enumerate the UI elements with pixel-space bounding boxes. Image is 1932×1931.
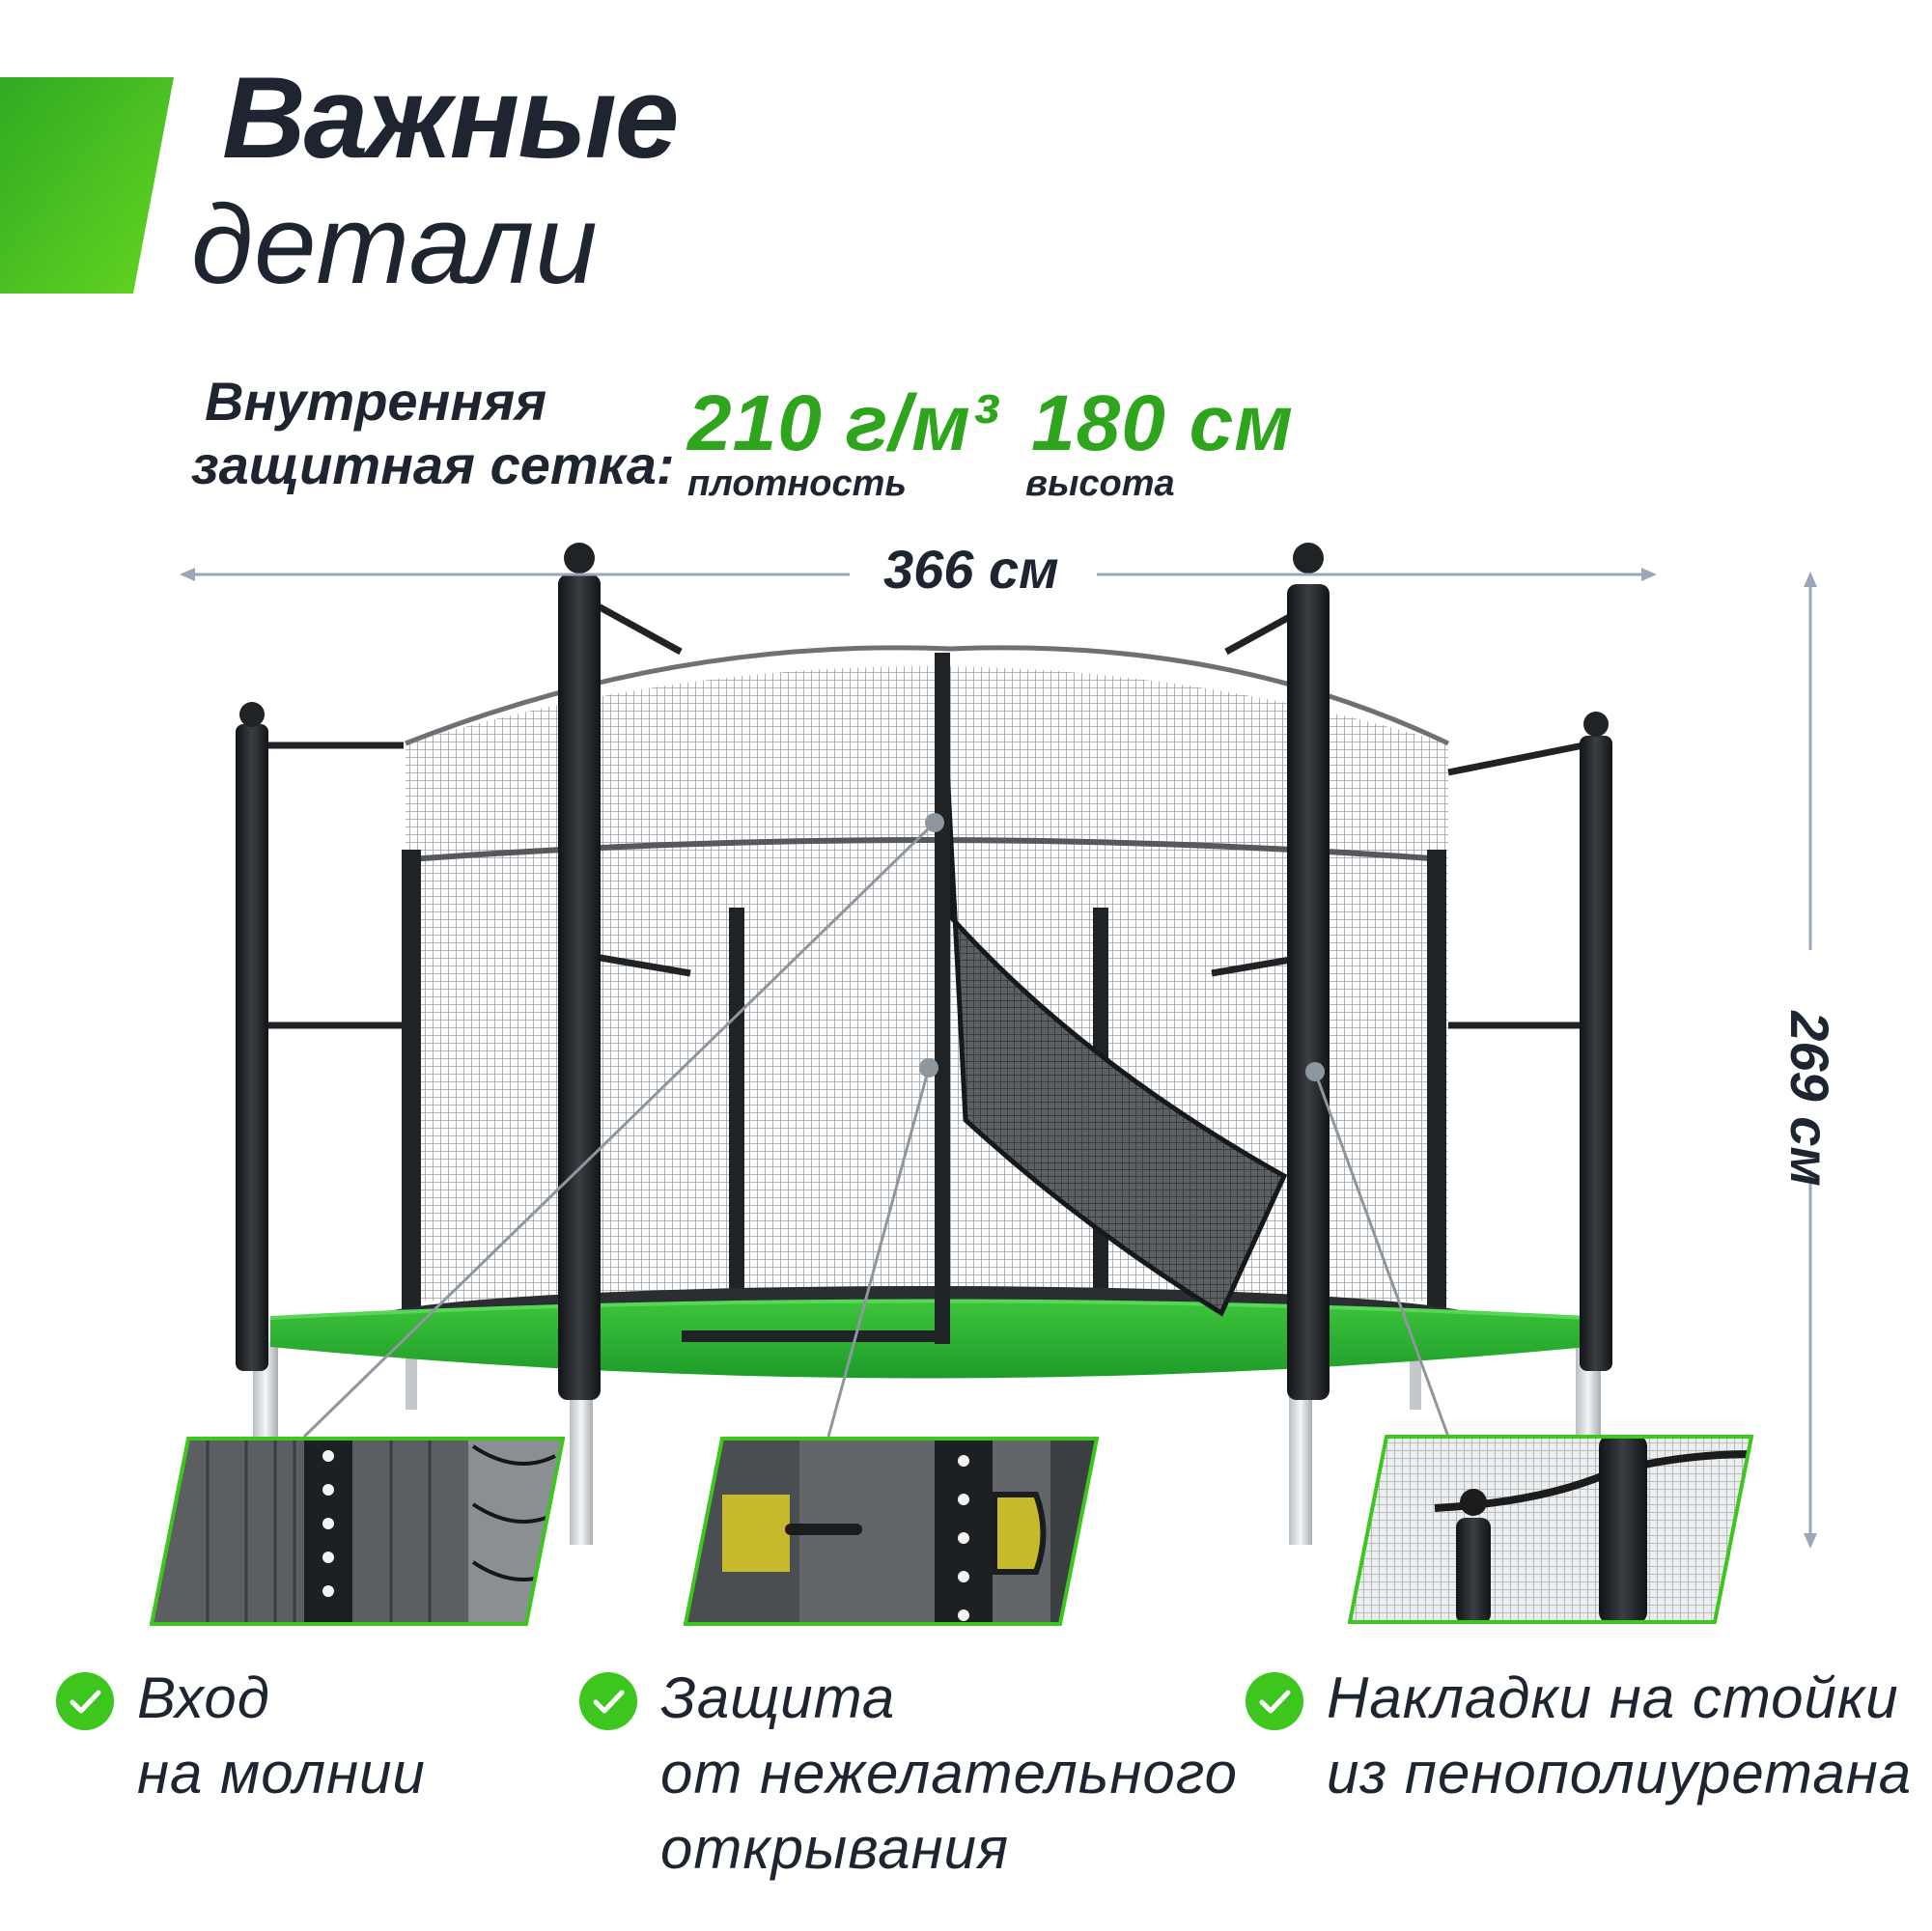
feature-protection-line2: от нежелательного [660, 1741, 1239, 1805]
width-dimension-label: 366 см [883, 539, 1059, 600]
height-caption: высота [1025, 463, 1175, 504]
feature-protection-line3: открывания [660, 1816, 1010, 1881]
check-icon [579, 1672, 637, 1730]
check-icon [56, 1672, 114, 1730]
check-icon [1246, 1672, 1303, 1730]
feature-zipper-line1: Вход [137, 1665, 270, 1730]
height-dimension-line [1796, 572, 1825, 1549]
feature-protection-line1: Защита [660, 1665, 896, 1730]
density-value: 210 г/м³ [687, 379, 999, 467]
width-dimension-line [180, 560, 1657, 589]
feature-pole-pads-line1: Накладки на стойки [1327, 1665, 1899, 1730]
page-title-line1: Важные [222, 53, 679, 182]
page-title-line2: детали [191, 182, 599, 307]
density-caption: плотность [687, 463, 907, 504]
height-dimension-label: 269 см [1779, 1011, 1840, 1187]
trampoline-illustration [0, 521, 1932, 1564]
feature-zipper-line2: на молнии [137, 1741, 426, 1805]
clip-detail-callout [683, 1437, 1100, 1626]
feature-pole-pads-line2: из пенополиуретана [1327, 1741, 1913, 1805]
height-value: 180 см [1031, 379, 1294, 467]
zipper-detail-callout [149, 1437, 566, 1626]
net-label: Внутренняя защитная сетка: [191, 370, 675, 497]
net-label-line1: Внутренняя [205, 371, 547, 432]
accent-parallelogram [0, 77, 174, 294]
pole-pad-detail-callout [1347, 1435, 1754, 1624]
padded-poles [236, 543, 1612, 1400]
net-label-line2: защитная сетка: [191, 434, 675, 495]
